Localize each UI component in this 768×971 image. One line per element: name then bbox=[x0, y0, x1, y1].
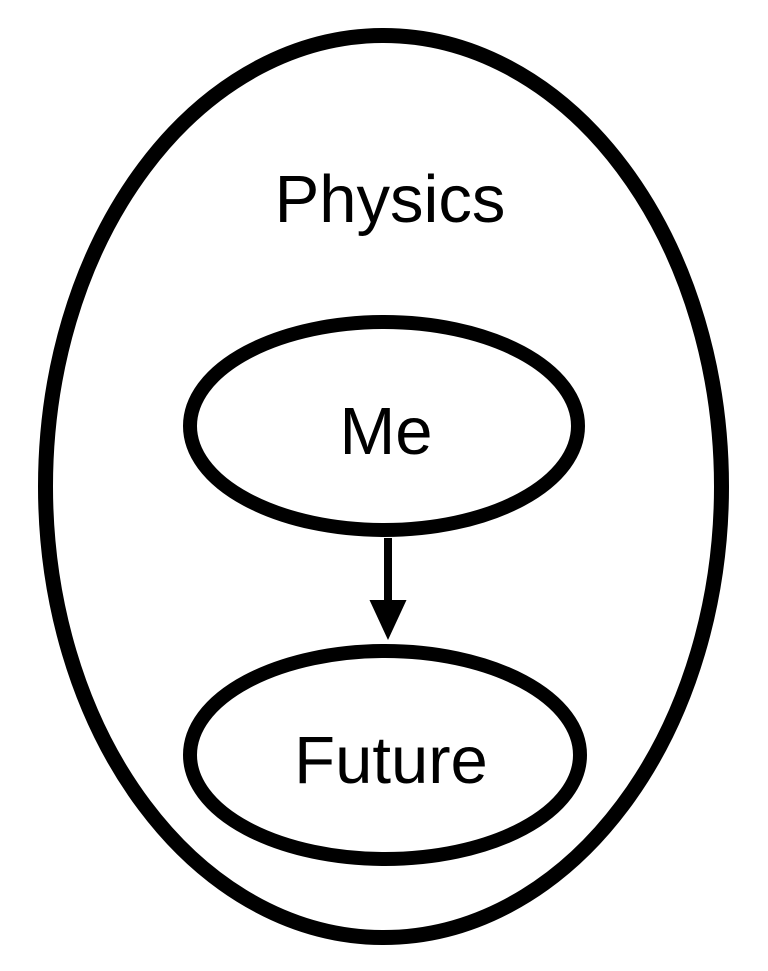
arrow-down-connector bbox=[369, 538, 407, 640]
physics-label: Physics bbox=[275, 162, 506, 237]
future-label: Future bbox=[294, 723, 488, 798]
future-ellipse-outline bbox=[183, 644, 587, 866]
node-me: Me bbox=[183, 315, 585, 537]
arrow-head-icon bbox=[369, 600, 407, 640]
node-future: Future bbox=[183, 644, 587, 866]
me-ellipse-outline bbox=[183, 315, 585, 537]
physics-ellipse-outline bbox=[38, 28, 729, 945]
node-physics: Physics bbox=[38, 28, 729, 945]
me-label: Me bbox=[339, 394, 432, 469]
